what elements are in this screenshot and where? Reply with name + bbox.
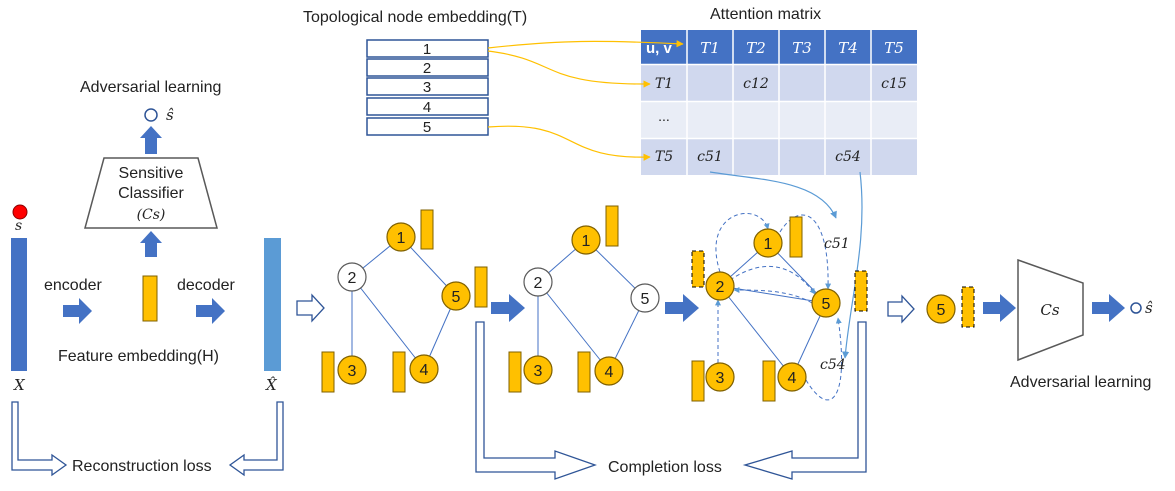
topo-embedding-title: Topological node embedding(T) [303, 9, 527, 26]
topo-row-1: 1 [423, 41, 431, 58]
attn-header-t2: T2 [746, 39, 766, 57]
hollow-arrow-to-node5 [887, 294, 915, 324]
single-node-5 [926, 294, 956, 324]
attn-row2-label: ... [658, 108, 670, 124]
encoder-arrow [63, 298, 92, 324]
g2-node-5: 5 [641, 291, 650, 308]
attn-header-t3: T3 [792, 39, 812, 57]
g3-node-5: 5 [822, 296, 831, 313]
reconstruction-loss-label: Reconstruction loss [72, 458, 212, 475]
g1-node-1: 1 [397, 230, 406, 247]
single-node-5-label: 5 [937, 302, 946, 319]
attention-matrix-title: Attention matrix [710, 6, 821, 23]
attention-matrix: u, v T1 T2 T3 T4 T5 T1 c12 c15 ... T5 c5… [641, 30, 917, 175]
g2-node-2: 2 [534, 275, 543, 292]
x-hat-label: X̂ [265, 376, 278, 394]
classifier-line3: (Cs) [137, 207, 166, 223]
attn-row3-label: T5 [655, 149, 673, 165]
attn-header-t1: T1 [700, 39, 720, 57]
g3-node-4: 4 [788, 370, 797, 387]
up-arrow-classifier-bottom [140, 231, 162, 257]
attn-cell-c12: c12 [743, 76, 769, 92]
adversarial-learning-right: Adversarial learning [1010, 374, 1151, 391]
attn-cell-c51: c51 [697, 149, 723, 165]
right-classifier-label: Cs [1040, 301, 1059, 319]
completion-loss-arrows [475, 321, 867, 480]
x-input-bar [11, 238, 27, 371]
single-node-embedding [961, 286, 975, 328]
s-hat-circle-right [1130, 302, 1142, 314]
x-label: X [13, 376, 26, 394]
arrow-to-graph2 [491, 294, 525, 322]
c54-annotation: c54 [820, 357, 846, 373]
attn-header-t4: T4 [838, 39, 858, 57]
g3-node-1: 1 [764, 236, 773, 253]
attn-cell-c15: c15 [881, 76, 907, 92]
arrow-to-right-classifier [983, 294, 1016, 322]
g1-node-3: 3 [348, 363, 357, 380]
adversarial-learning-left: Adversarial learning [80, 79, 221, 96]
attn-header-uv: u, v [646, 40, 672, 57]
attn-cell-c54: c54 [835, 149, 861, 165]
s-hat-right: ŝ [1145, 299, 1153, 317]
g2-node-3: 3 [534, 363, 543, 380]
graph-3: 1 2 3 4 5 c51 c54 [691, 213, 868, 402]
g3-node-2: 2 [716, 279, 725, 296]
s-hat-circle-left [144, 108, 158, 122]
graph-1: 1 2 3 4 5 [321, 209, 488, 393]
right-classifier-shape [1017, 258, 1084, 362]
x-hat-bar [264, 238, 281, 371]
decoder-label: decoder [177, 277, 235, 294]
g3-node-3: 3 [716, 370, 725, 387]
sensitive-classifier-shape [84, 157, 218, 229]
attn-header-t5: T5 [884, 39, 904, 57]
classifier-line2: Classifier [118, 185, 184, 202]
feature-embedding-label: Feature embedding(H) [58, 348, 219, 365]
matrix-to-graph-links [709, 171, 863, 359]
completion-loss-label: Completion loss [608, 459, 722, 476]
decoder-arrow [196, 298, 225, 324]
classifier-line1: Sensitive [119, 165, 184, 182]
sensitive-attr-dot [12, 204, 28, 220]
topo-row-3: 3 [423, 79, 431, 96]
topo-row-4: 4 [423, 99, 431, 116]
reconstruction-loss-arrows [11, 401, 284, 477]
hollow-arrow-to-graph1 [296, 293, 325, 323]
up-arrow-classifier-top [140, 126, 162, 154]
g1-node-4: 4 [420, 362, 429, 379]
c51-annotation: c51 [824, 236, 850, 252]
arrow-to-s-hat-right [1092, 294, 1125, 322]
feature-embedding-bar [142, 275, 158, 322]
g1-node-5: 5 [452, 289, 461, 306]
topo-row-5: 5 [423, 119, 431, 136]
g2-node-4: 4 [605, 364, 614, 381]
g2-node-1: 1 [582, 233, 591, 250]
attn-row1-label: T1 [655, 76, 673, 92]
s-label: s [15, 218, 22, 234]
graph-2: 1 2 3 4 5 [508, 205, 660, 393]
s-hat-left: ŝ [166, 106, 174, 124]
topo-row-2: 2 [423, 60, 431, 77]
topo-embedding-stack: 1 2 3 4 5 [366, 39, 489, 136]
encoder-label: encoder [44, 277, 102, 294]
arrow-to-graph3 [665, 294, 699, 322]
embedding-to-matrix-links [487, 40, 684, 161]
g1-node-2: 2 [348, 270, 357, 287]
